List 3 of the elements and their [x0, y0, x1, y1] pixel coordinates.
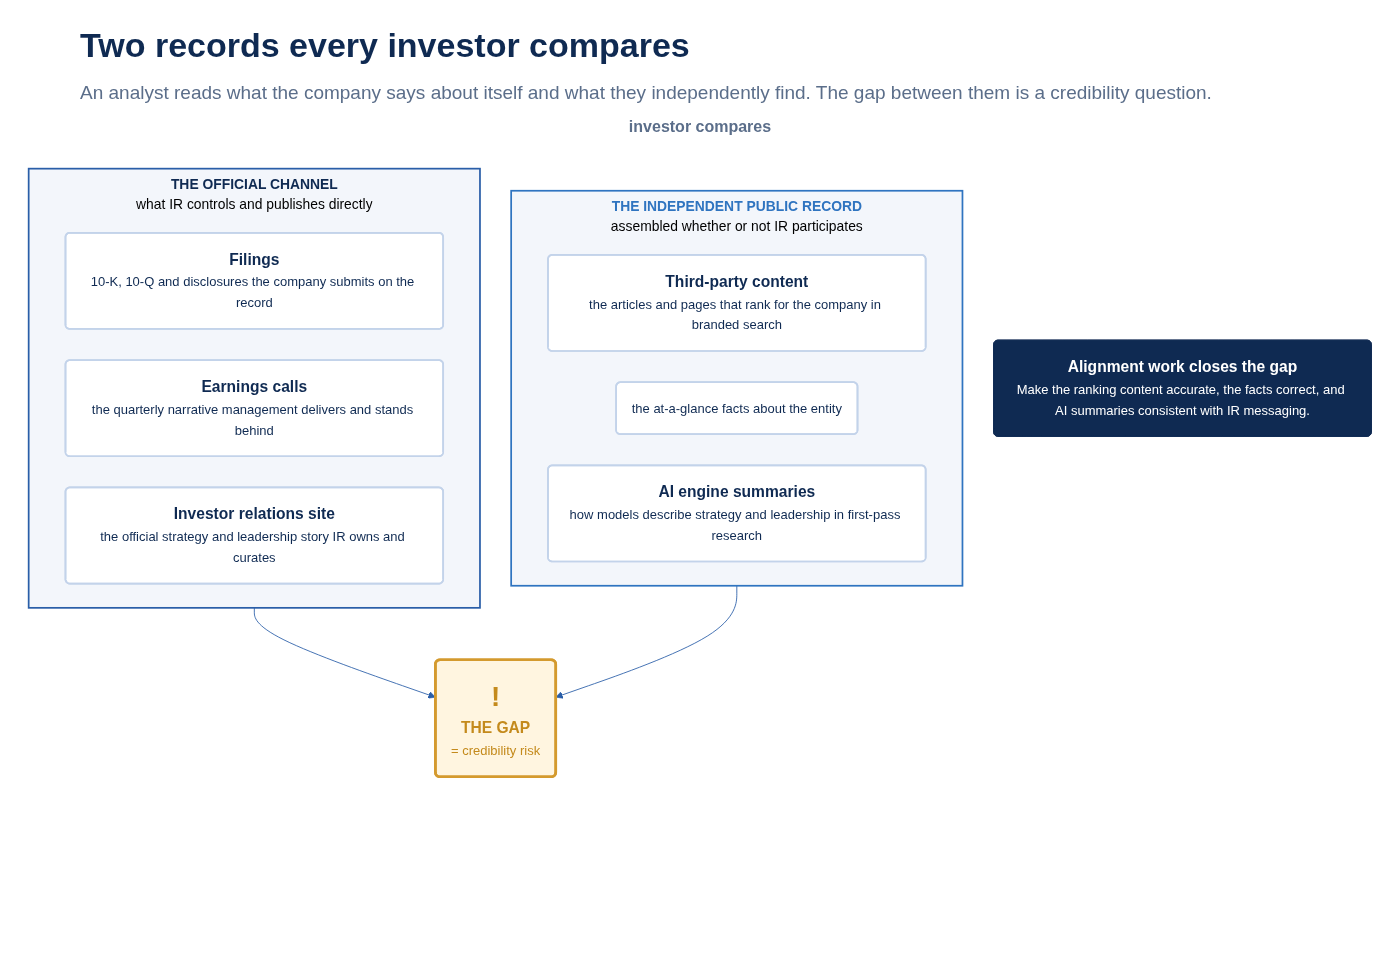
title: Two records every investor compares: [80, 26, 690, 65]
note-text: investor compares: [627, 118, 773, 136]
subtitle: An analyst reads what the company says about itself and what they independently find. The gap between them is a credibility question.: [80, 82, 1213, 104]
